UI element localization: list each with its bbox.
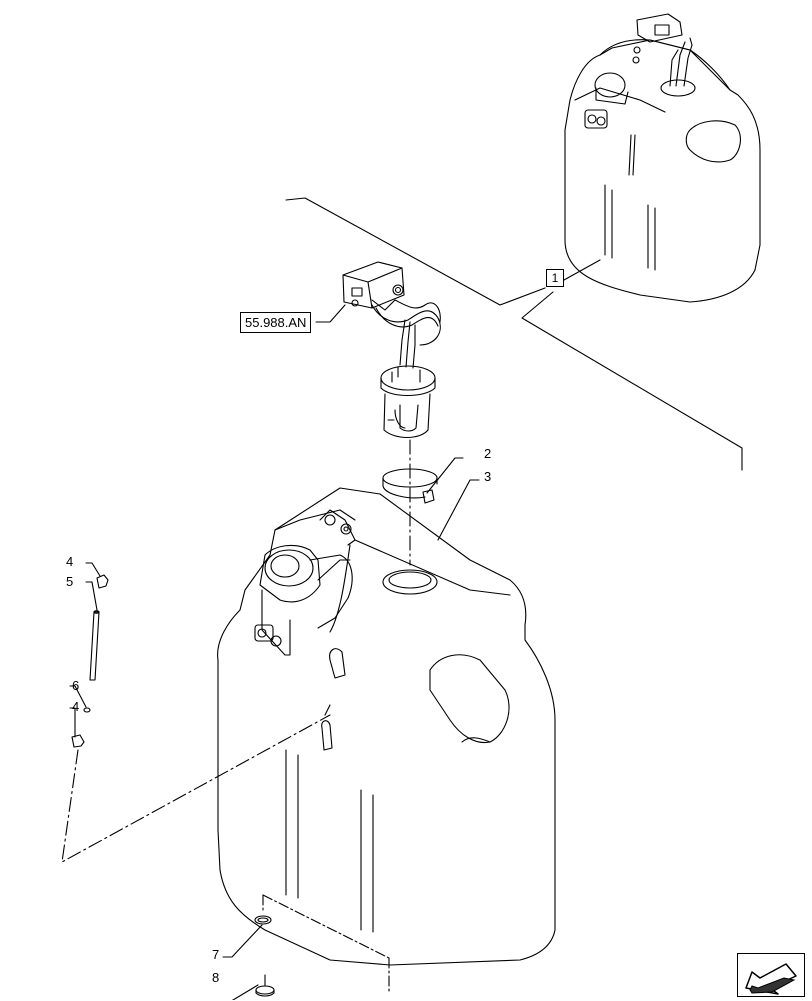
callout-3: 3 [484, 469, 492, 484]
section-leader-lines [285, 197, 743, 471]
reference-label-55-988-an[interactable]: 55.988.AN [240, 312, 312, 333]
navigation-back-button[interactable] [737, 953, 805, 997]
callout-2: 2 [484, 446, 492, 461]
callout-4-top: 4 [66, 554, 74, 569]
level-tube-parts [71, 574, 109, 748]
level-tube-guide-line [61, 714, 331, 863]
section-marker[interactable]: 1 [546, 269, 564, 287]
overview-tank [564, 13, 761, 303]
drain-guide-lines [262, 894, 390, 994]
drain-plug [255, 974, 275, 997]
arrow-back-icon [745, 963, 797, 995]
main-tank [217, 487, 556, 966]
callout-8: 8 [212, 970, 220, 985]
callout-leaders [69, 304, 480, 1000]
callout-6: 6 [72, 678, 80, 693]
pump-assembly [342, 261, 441, 439]
breather-cap [254, 509, 356, 656]
drain-seal [254, 915, 272, 925]
callout-5: 5 [66, 574, 74, 589]
callout-7: 7 [212, 947, 220, 962]
callout-4-bottom: 4 [72, 699, 80, 714]
